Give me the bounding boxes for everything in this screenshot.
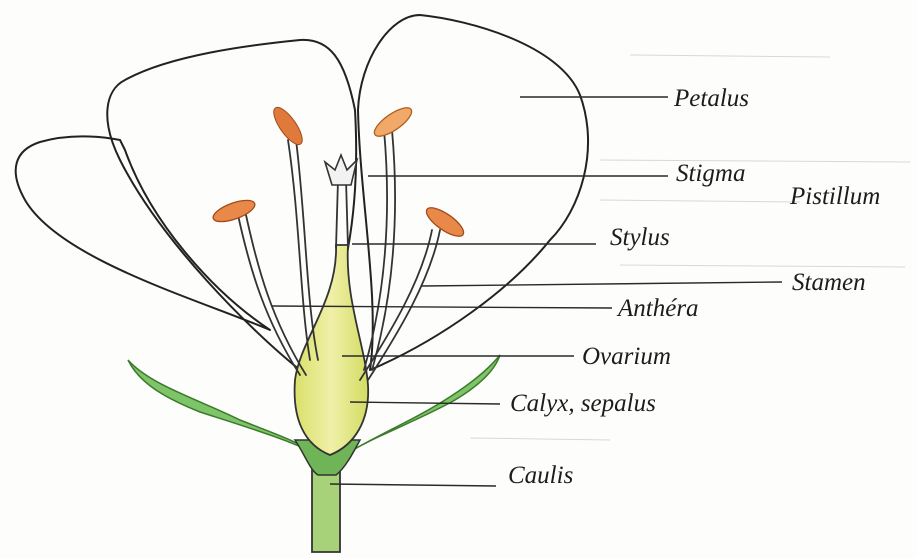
- sepal-left: [128, 360, 318, 455]
- petal-outer-left: [16, 136, 270, 330]
- ruling-lines: [470, 55, 910, 440]
- label-stamen: Stamen: [792, 269, 866, 296]
- label-stylus: Stylus: [610, 224, 670, 251]
- label-petalus: Petalus: [673, 85, 749, 112]
- label-calyx: Calyx, sepalus: [510, 390, 656, 417]
- leader-calyx: [350, 402, 500, 404]
- petal-right: [358, 15, 588, 370]
- label-caulis: Caulis: [508, 462, 573, 489]
- label-stigma: Stigma: [676, 160, 745, 187]
- label-ovarium: Ovarium: [582, 343, 671, 370]
- ovary: [295, 245, 369, 455]
- style: [336, 180, 348, 248]
- stigma: [325, 155, 357, 185]
- label-pistillum: Pistillum: [789, 183, 880, 210]
- label-anthera: Anthéra: [616, 295, 699, 322]
- leader-caulis: [330, 484, 496, 486]
- leader-stamen: [422, 282, 782, 286]
